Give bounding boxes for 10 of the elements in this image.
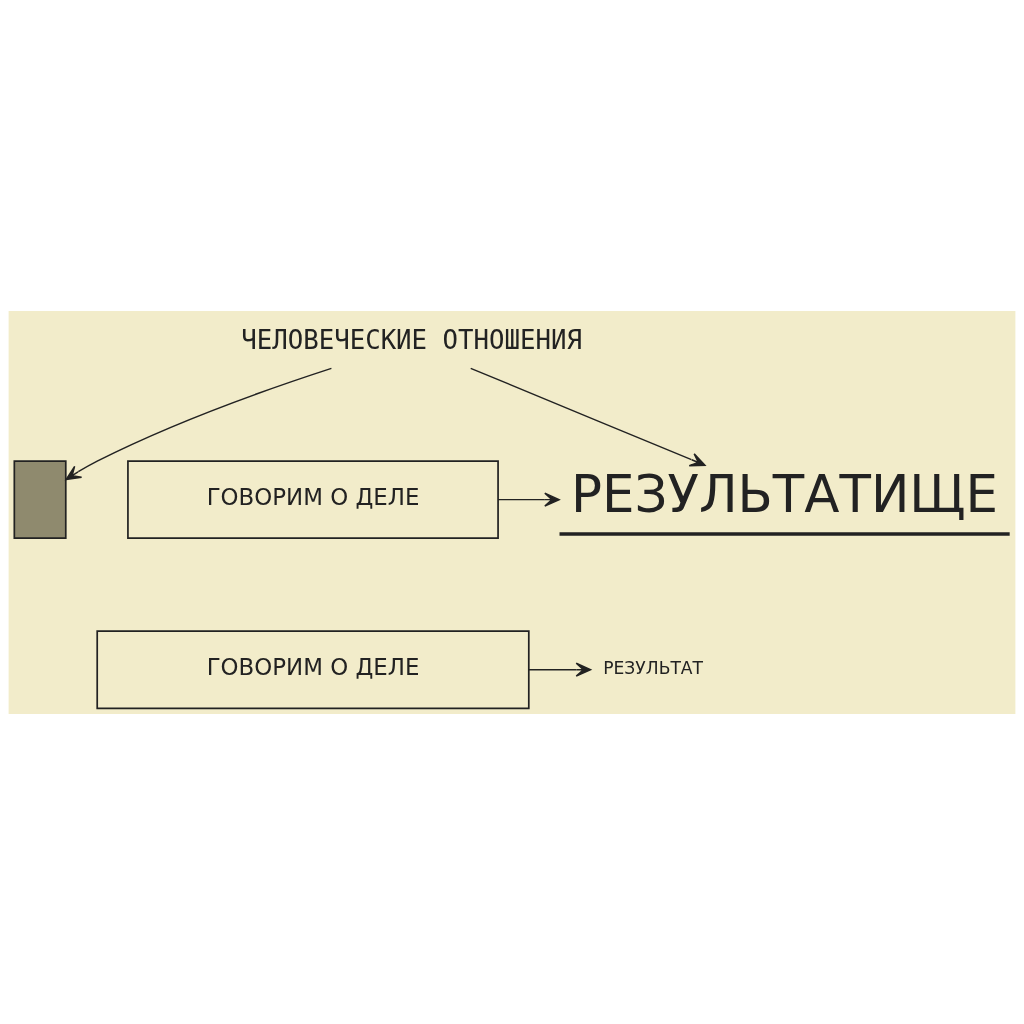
node-box: ГОВОРИМ О ДЕЛЕ xyxy=(96,629,530,709)
node-text: РЕЗУЛЬТАТ xyxy=(603,657,704,678)
arrow xyxy=(497,492,560,507)
node-box xyxy=(13,459,67,539)
arrow xyxy=(65,367,333,480)
node-text: ЧЕЛОВЕЧЕСКИЕ ОТНОШЕНИЯ xyxy=(241,324,582,355)
arrow xyxy=(528,662,592,677)
arrow xyxy=(470,367,706,466)
node-box: ГОВОРИМ О ДЕЛЕ xyxy=(127,459,499,539)
node-text: РЕЗУЛЬТАТИЩЕ xyxy=(571,463,999,524)
